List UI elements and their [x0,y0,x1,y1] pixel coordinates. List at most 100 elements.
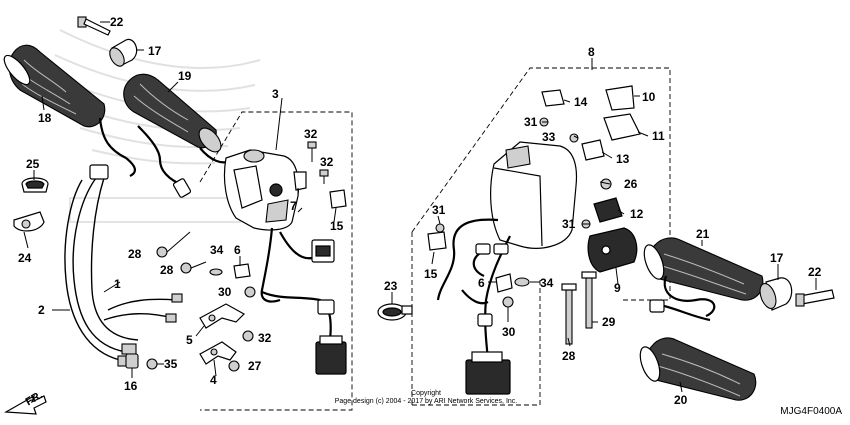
part-clip-6-right[interactable] [495,273,513,293]
part-screw-33[interactable] [569,133,579,143]
leader-lines [23,58,817,393]
callout-6-left: 6 [234,243,241,257]
part-screw-35[interactable] [146,358,164,370]
callouts: 22 17 19 18 3 32 32 7 15 25 24 1 2 28 28… [18,15,822,407]
part-clip-6-left[interactable] [233,263,251,279]
part-switch-12[interactable] [593,197,623,223]
callout-12: 12 [630,207,644,221]
right-switch-harness [436,218,511,395]
part-screw-26[interactable] [600,178,612,190]
part-grip-end-left[interactable] [107,38,144,68]
part-screw-32-upper[interactable] [307,141,317,162]
callout-25: 25 [26,157,40,171]
part-bracket-11[interactable] [603,113,641,141]
callout-10: 10 [642,90,656,104]
callout-28-upper: 28 [128,247,142,261]
callout-24: 24 [18,251,32,265]
part-throttle-grip[interactable] [123,73,225,156]
left-switch-harness [260,227,347,375]
part-right-switch-housing[interactable] [490,141,578,249]
callout-9: 9 [614,281,621,295]
callout-17-left: 17 [148,44,162,58]
callout-35: 35 [164,357,178,371]
callout-31-middle: 31 [562,217,576,231]
part-screw-28-right[interactable] [561,283,577,345]
part-clip-7[interactable] [293,171,307,191]
part-screw-28-upper[interactable] [156,231,191,258]
part-washer-34-right[interactable] [514,277,530,287]
part-left-switch-housing[interactable] [223,149,300,231]
part-washer-34-left[interactable] [209,268,223,276]
callout-21: 21 [696,227,710,241]
part-screw-29[interactable] [581,271,597,329]
part-bracket-10[interactable] [605,85,635,111]
left-switch-group-outline [199,111,353,411]
part-screw-27[interactable] [228,360,240,372]
part-clip-15-left[interactable] [329,189,347,209]
callout-11: 11 [652,129,665,143]
callout-20: 20 [674,393,688,407]
callout-30-right: 30 [502,325,516,339]
callout-32-lower: 32 [258,331,272,345]
part-bracket-13[interactable] [581,139,605,161]
part-screw-right[interactable] [795,289,835,307]
part-screw-32-middle[interactable] [319,169,329,184]
part-cable-adjuster[interactable] [125,353,139,378]
part-bracket-4[interactable] [199,341,237,365]
left-grip-wire [98,117,233,198]
part-clip-15-right[interactable] [427,231,447,251]
callout-27: 27 [248,359,262,373]
callout-34-right: 34 [540,276,554,290]
part-right-grip-20[interactable] [636,337,757,401]
part-clamp-band[interactable] [377,303,413,321]
part-screw-top-left[interactable] [77,16,111,36]
callout-14: 14 [574,95,588,109]
part-left-grip[interactable] [0,44,106,128]
callout-4: 4 [210,373,217,387]
callout-31-left: 31 [432,203,446,217]
callout-28-right: 28 [562,349,576,363]
part-screw-32-lower[interactable] [242,330,254,342]
part-bracket-5[interactable] [199,303,245,329]
callout-2: 2 [38,303,45,317]
part-screw-30-left[interactable] [244,286,256,298]
callout-8: 8 [588,45,595,59]
callout-29: 29 [602,315,616,329]
callout-26: 26 [624,177,638,191]
callout-32-middle: 32 [320,155,334,169]
callout-23: 23 [384,279,398,293]
part-right-grip-21[interactable] [640,237,764,301]
callout-13: 13 [616,152,630,166]
callout-22-right: 22 [808,265,822,279]
part-right-switch-lower[interactable] [587,227,638,273]
diagram-code: MJG4F0400A [780,406,842,417]
part-grip-end-right[interactable] [757,277,793,311]
callout-16: 16 [124,379,138,393]
part-screw-30-right[interactable] [502,296,514,322]
part-clip-14[interactable] [541,89,565,107]
part-screw-28-lower[interactable] [180,261,207,274]
callout-30-left: 30 [218,285,232,299]
callout-1: 1 [114,277,121,291]
callout-17-right: 17 [770,251,784,265]
callout-33: 33 [542,130,556,144]
copyright-line-1: Copyright [411,390,441,397]
callout-19: 19 [178,69,192,83]
direction-label: FR. [24,389,45,408]
callout-7: 7 [290,199,297,213]
callout-15-left: 15 [330,219,344,233]
throttle-cables[interactable] [64,164,183,367]
part-clamp-left-lower[interactable] [13,211,45,232]
part-screw-31-left[interactable] [435,223,445,233]
callout-3: 3 [272,87,279,101]
callout-31-upper: 31 [524,115,538,129]
copyright-line-2: Page design (c) 2004 - 2017 by ARI Netwo… [335,398,518,405]
callout-15-right: 15 [424,267,438,281]
callout-18: 18 [38,111,52,125]
part-clamp-left-upper[interactable] [21,177,49,193]
callout-28-lower: 28 [160,263,174,277]
callout-5: 5 [186,333,193,347]
right-grip-wire [649,275,716,322]
callout-32-upper: 32 [304,127,318,141]
